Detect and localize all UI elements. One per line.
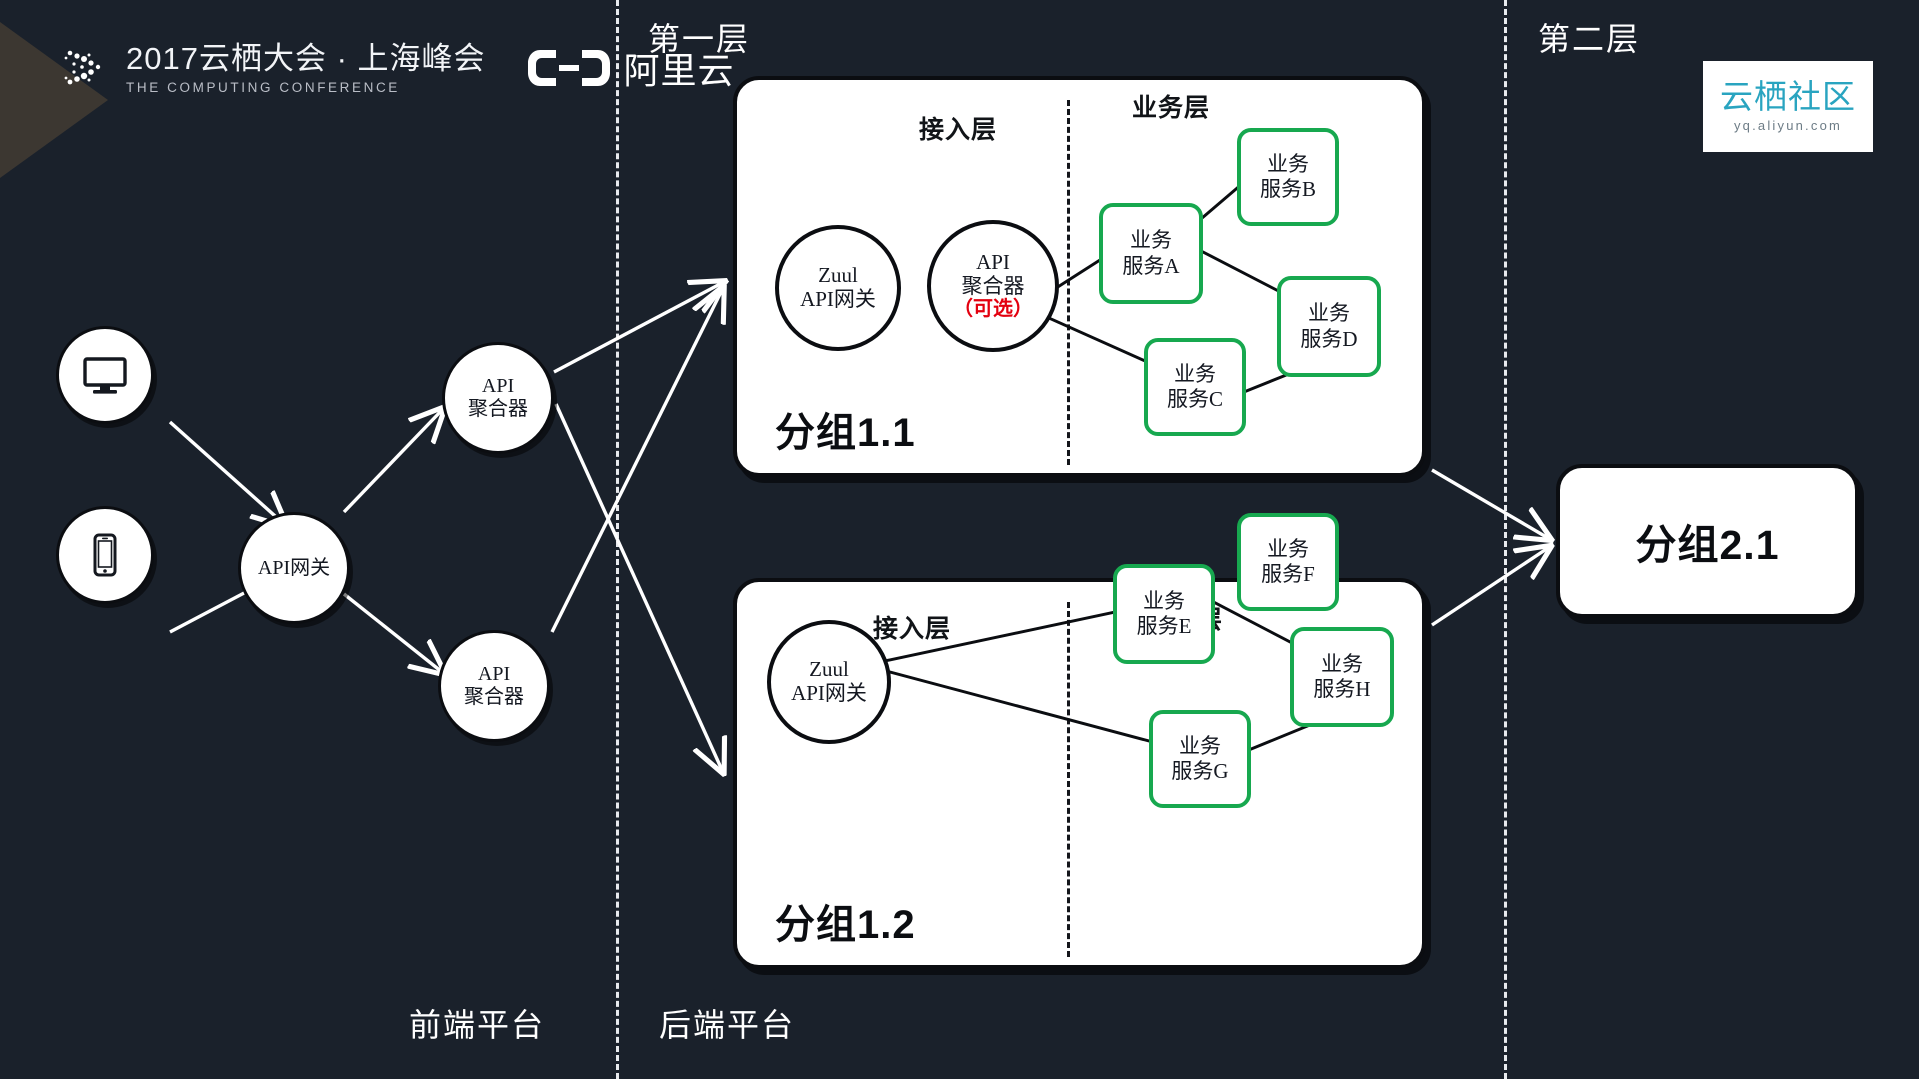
svc-e-line1: 业务: [1143, 588, 1185, 613]
svc-a-line1: 业务: [1130, 228, 1172, 253]
svc-d-line2: 服务D: [1300, 326, 1358, 351]
backend-platform-caption: 后端平台: [659, 1007, 796, 1043]
conference-subtitle: THE COMPUTING CONFERENCE: [126, 79, 400, 95]
aggregator-optional-label: （可选）: [953, 298, 1033, 321]
group-1-1-panel[interactable]: 接入层 业务层 Zuul API网关 API 聚合器 （可选） 业务 服务A 业…: [733, 76, 1426, 477]
conference-dots-icon: [64, 50, 101, 85]
frontend-platform-caption: 前端平台: [409, 1007, 546, 1043]
aggregator-line1: API: [976, 250, 1010, 275]
link-gateway-to-aggregator-bottom: [342, 592, 442, 672]
group-1-2-zuul-node[interactable]: Zuul API网关: [767, 620, 891, 744]
conference-logo: 2017云栖大会 · 上海峰会 THE COMPUTING CONFERENCE: [60, 42, 486, 94]
svc-f-line1: 业务: [1267, 536, 1309, 561]
svc-c-line2: 服务C: [1166, 387, 1223, 411]
link-group-1-2-to-group-2-1: [1431, 548, 1548, 627]
api-aggregator-top-node[interactable]: API 聚合器: [442, 342, 554, 454]
link-aggregator-bottom-to-group-1-1: [550, 290, 722, 633]
layer1-layer2-divider: [1504, 0, 1507, 1079]
link-gateway-to-aggregator-top: [342, 410, 442, 514]
link-aggregator-top-to-group-1-2: [554, 403, 722, 770]
link-aggregator-top-to-group-1-1: [553, 283, 722, 374]
svc-e-line2: 服务E: [1136, 614, 1192, 638]
group-1-2-service-h[interactable]: 业务 服务H: [1290, 627, 1394, 727]
group-1-1-service-b[interactable]: 业务 服务B: [1237, 128, 1339, 226]
header: 2017云栖大会 · 上海峰会 THE COMPUTING CONFERENCE…: [60, 42, 735, 94]
group-1-2-service-g[interactable]: 业务 服务G: [1149, 710, 1251, 808]
aggregator-top-line1: API: [481, 375, 515, 397]
api-aggregator-bottom-node[interactable]: API 聚合器: [438, 630, 550, 742]
zuul-line1: Zuul: [818, 263, 858, 288]
group-1-1-service-c[interactable]: 业务 服务C: [1144, 338, 1246, 436]
group-1-1-access-layer-title: 接入层: [919, 116, 998, 144]
svc-d-line1: 业务: [1308, 301, 1350, 326]
group-2-1-panel[interactable]: 分组2.1: [1556, 464, 1859, 618]
svc-b-line2: 服务B: [1259, 177, 1316, 201]
aggregator-bottom-line2: 聚合器: [464, 686, 524, 708]
alibaba-cloud-logo-icon: [527, 50, 610, 86]
community-url: yq.aliyun.com: [1733, 118, 1843, 133]
aggregator-top-line2: 聚合器: [468, 398, 528, 420]
group-1-2-label: 分组1.2: [775, 903, 916, 947]
group-1-2-service-e[interactable]: 业务 服务E: [1113, 564, 1215, 664]
svc-h-line1: 业务: [1321, 651, 1363, 676]
alibaba-cloud-logo: 阿里云: [526, 42, 735, 94]
smartphone-icon: [93, 533, 117, 577]
group-1-2-panel[interactable]: 接入层 业务层 Zuul API网关 业务 服务E 业务 服务F 业务 服务G …: [733, 513, 1426, 969]
link-desktop-to-gateway: [168, 420, 284, 524]
corner-triangle-decoration: [0, 22, 108, 178]
group-1-1-business-layer-title: 业务层: [1132, 94, 1211, 122]
group-1-1-zuul-node[interactable]: Zuul API网关: [775, 225, 901, 351]
group-1-1-aggregator-node[interactable]: API 聚合器 （可选）: [927, 220, 1059, 352]
desktop-client-node[interactable]: [56, 326, 154, 424]
svc-f-line2: 服务F: [1261, 562, 1315, 586]
layer2-caption: 第二层: [1538, 21, 1641, 57]
group-1-1-service-a[interactable]: 业务 服务A: [1099, 203, 1203, 304]
link-zuul2-to-svc-g: [882, 668, 1167, 748]
zuul2-line1: Zuul: [809, 657, 849, 682]
community-name: 云栖社区: [1720, 78, 1856, 115]
community-badge[interactable]: 云栖社区 yq.aliyun.com: [1703, 61, 1873, 152]
svc-h-line2: 服务H: [1313, 677, 1371, 701]
conference-title: 2017云栖大会 · 上海峰会: [126, 40, 486, 76]
link-group-1-1-to-group-2-1: [1431, 468, 1548, 538]
group-1-1-label: 分组1.1: [775, 411, 916, 455]
frontend-backend-divider: [616, 0, 619, 1079]
group-1-2-layer-divider: [1067, 602, 1070, 957]
zuul-line2: API网关: [800, 287, 876, 311]
group-1-1-service-d[interactable]: 业务 服务D: [1277, 276, 1381, 377]
group-1-2-service-f[interactable]: 业务 服务F: [1237, 513, 1339, 611]
svc-g-line1: 业务: [1179, 733, 1221, 758]
monitor-icon: [83, 357, 127, 394]
group-1-1-layer-divider: [1067, 100, 1070, 465]
group-2-1-label: 分组2.1: [1635, 522, 1780, 568]
api-gateway-node[interactable]: API网关: [238, 512, 350, 624]
zuul2-line2: API网关: [791, 681, 867, 705]
aggregator-line2: 聚合器: [961, 273, 1025, 298]
group-1-2-access-layer-title: 接入层: [873, 615, 952, 643]
svc-g-line2: 服务G: [1171, 759, 1229, 783]
svc-b-line1: 业务: [1267, 151, 1309, 176]
mobile-client-node[interactable]: [56, 506, 154, 604]
svc-c-line1: 业务: [1174, 361, 1216, 386]
layer1-caption: 第一层: [648, 21, 751, 57]
api-gateway-label: API网关: [257, 556, 331, 579]
svc-a-line2: 服务A: [1122, 253, 1180, 278]
aggregator-bottom-line1: API: [477, 663, 511, 685]
brand-name: 阿里云: [623, 50, 735, 91]
